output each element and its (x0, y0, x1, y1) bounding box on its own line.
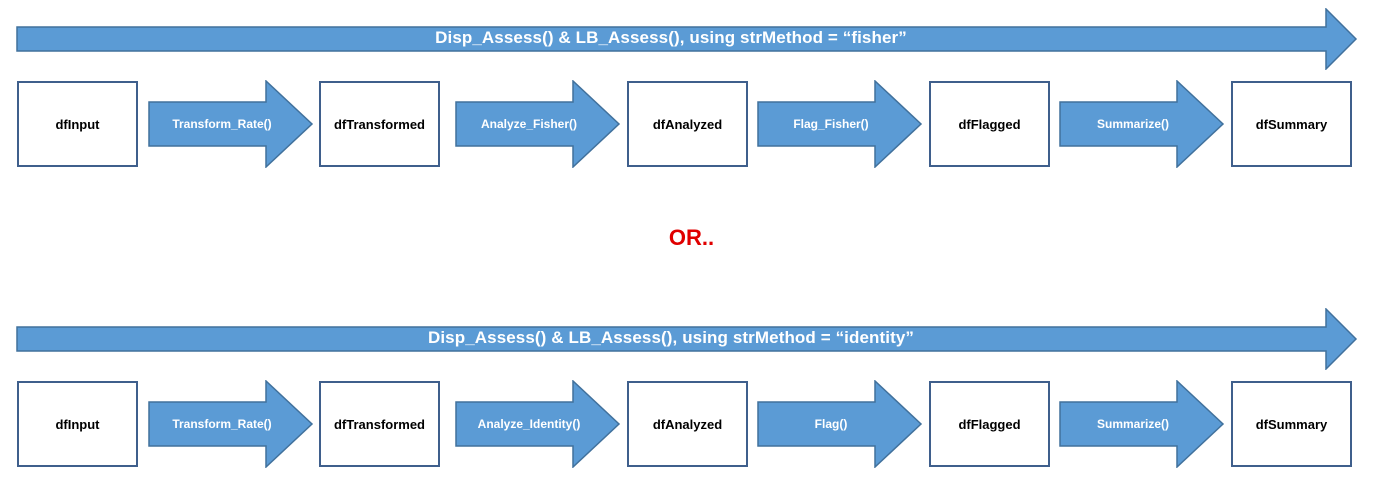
step-label: Summarize() (1096, 117, 1170, 131)
step-arrow: Analyze_Fisher() (455, 80, 621, 168)
step-arrow: Flag() (757, 380, 923, 468)
step-label: Transform_Rate() (172, 417, 272, 431)
box-dfanalyzed: dfAnalyzed (627, 381, 748, 467)
box-dfsummary: dfSummary (1231, 81, 1352, 167)
step-label: Analyze_Identity() (477, 417, 581, 431)
step-arrow: Summarize() (1059, 80, 1225, 168)
box-dfanalyzed: dfAnalyzed (627, 81, 748, 167)
or-separator: OR.. (668, 225, 715, 250)
box-dfflagged: dfFlagged (929, 381, 1050, 467)
step-label: Flag() (814, 417, 848, 431)
box-dftransformed: dfTransformed (319, 81, 440, 167)
step-label: Summarize() (1096, 417, 1170, 431)
step-label: Transform_Rate() (172, 117, 272, 131)
box-dfflagged: dfFlagged (929, 81, 1050, 167)
step-label: Analyze_Fisher() (480, 117, 578, 131)
banner-label: Disp_Assess() & LB_Assess(), using strMe… (427, 328, 915, 347)
banner-arrow: Disp_Assess() & LB_Assess(), using strMe… (16, 308, 1358, 370)
step-arrow: Summarize() (1059, 380, 1225, 468)
box-dfsummary: dfSummary (1231, 381, 1352, 467)
step-arrow: Transform_Rate() (148, 80, 314, 168)
step-label: Flag_Fisher() (793, 117, 869, 131)
step-arrow: Transform_Rate() (148, 380, 314, 468)
box-dfinput: dfInput (17, 381, 138, 467)
step-arrow: Flag_Fisher() (757, 80, 923, 168)
banner-label: Disp_Assess() & LB_Assess(), using strMe… (435, 28, 907, 47)
banner-arrow: Disp_Assess() & LB_Assess(), using strMe… (16, 8, 1358, 70)
box-dftransformed: dfTransformed (319, 381, 440, 467)
identity-flow: Disp_Assess() & LB_Assess(), using strMe… (0, 300, 1383, 470)
step-arrow: Analyze_Identity() (455, 380, 621, 468)
fisher-flow: Disp_Assess() & LB_Assess(), using strMe… (0, 0, 1383, 170)
box-dfinput: dfInput (17, 81, 138, 167)
